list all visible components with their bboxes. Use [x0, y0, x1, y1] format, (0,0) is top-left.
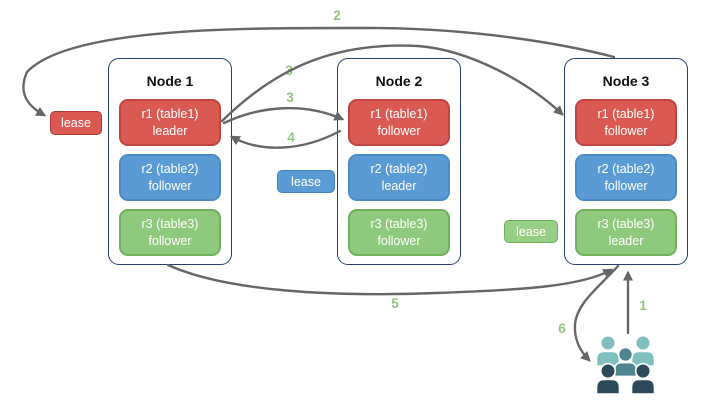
node-1-replica-r1: r1 (table1) leader: [119, 99, 221, 146]
replica-role: leader: [381, 178, 417, 193]
replica-name: r2 (table2): [597, 162, 655, 177]
step-label-2: 2: [333, 8, 341, 23]
user-front-left-icon: [595, 362, 621, 395]
lease-badge-r2: lease: [277, 170, 335, 193]
replica-name: r1 (table1): [597, 107, 655, 122]
node-1-replica-r2: r2 (table2) follower: [119, 154, 221, 201]
node-3: Node 3 r1 (table1) follower r2 (table2) …: [564, 58, 688, 265]
node-2: Node 2 r1 (table1) follower r2 (table2) …: [337, 58, 461, 265]
step-label-1: 1: [639, 298, 647, 313]
node-3-replica-r1: r1 (table1) follower: [575, 99, 677, 146]
node-3-replica-r3: r3 (table3) leader: [575, 209, 677, 256]
lease-badge-r1: lease: [50, 111, 102, 135]
step-label-3b: 3: [286, 90, 294, 105]
node-3-replicas: r1 (table1) follower r2 (table2) followe…: [575, 99, 677, 256]
node-1-replica-r3: r3 (table3) follower: [119, 209, 221, 256]
user-front-right-icon: [630, 362, 656, 395]
replica-role: follower: [604, 178, 648, 193]
replica-role: leader: [152, 123, 188, 138]
replica-role: follower: [148, 233, 192, 248]
replica-name: r2 (table2): [370, 162, 428, 177]
arrow-step6-node3-to-users: [573, 264, 620, 362]
replica-name: r3 (table3): [370, 217, 428, 232]
replica-name: r3 (table3): [597, 217, 655, 232]
node-1-replicas: r1 (table1) leader r2 (table2) follower …: [119, 99, 221, 256]
node-3-replica-r2: r2 (table2) follower: [575, 154, 677, 201]
step-label-5: 5: [391, 296, 399, 311]
arrow-step3-node1-to-node2: [222, 107, 345, 125]
node-1-title: Node 1: [146, 73, 194, 89]
node-2-replica-r1: r1 (table1) follower: [348, 99, 450, 146]
replica-role: follower: [604, 123, 648, 138]
node-2-replica-r2: r2 (table2) leader: [348, 154, 450, 201]
replica-name: r1 (table1): [370, 107, 428, 122]
replica-role: leader: [608, 233, 644, 248]
replica-role: follower: [377, 123, 421, 138]
user-back-left-icon: [595, 334, 621, 367]
step-label-4: 4: [287, 130, 295, 145]
node-1: Node 1 r1 (table1) leader r2 (table2) fo…: [108, 58, 232, 265]
replica-name: r1 (table1): [141, 107, 199, 122]
arrow-step5-node1-to-node3: [166, 263, 614, 296]
user-middle-icon: [613, 346, 638, 378]
step-label-6: 6: [558, 321, 566, 336]
node-3-title: Node 3: [602, 73, 650, 89]
users-group-icon: [595, 334, 656, 395]
node-2-title: Node 2: [375, 73, 423, 89]
replica-role: follower: [377, 233, 421, 248]
node-2-replicas: r1 (table1) follower r2 (table2) leader …: [348, 99, 450, 256]
replica-name: r3 (table3): [141, 217, 199, 232]
lease-badge-r3: lease: [504, 220, 558, 243]
replica-name: r2 (table2): [141, 162, 199, 177]
node-2-replica-r3: r3 (table3) follower: [348, 209, 450, 256]
step-label-3a: 3: [285, 63, 293, 78]
replica-role: follower: [148, 178, 192, 193]
user-back-right-icon: [630, 334, 656, 367]
